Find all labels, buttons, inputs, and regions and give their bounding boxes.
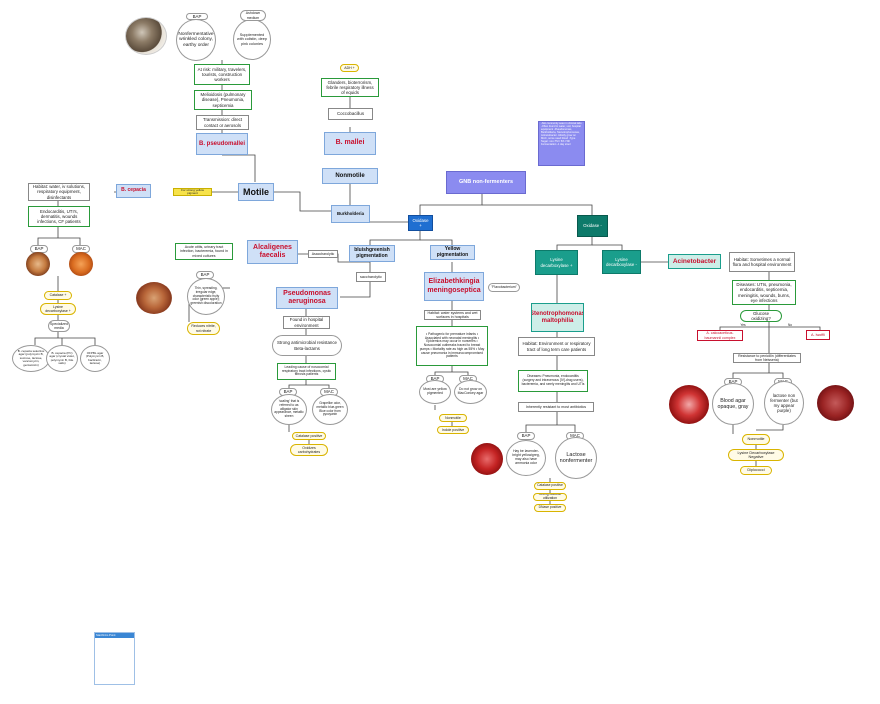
acinetobacter-bap-desc: Blood agar opaque, gray	[712, 383, 754, 425]
elizabethkingia-node: Elizabethkingia meningoseptica	[424, 272, 484, 301]
acinetobacter-calcoaceticus: A. calcoaceticus-baumannii complex	[697, 330, 743, 341]
acinetobacter-nonmotile: Nonmotile	[742, 434, 770, 445]
pseudomonas-bap-desc: 'scaling' that is referred to as alligat…	[271, 394, 307, 425]
elizabethkingia-indole: Indole positive	[437, 426, 469, 434]
acinetobacter-yes-label: Yes	[740, 323, 746, 328]
pseudomonas-catalase: Catalase positive	[292, 432, 326, 440]
b-cepacia-disease: Endocarditis, UTI's, dermatitis, wounds …	[28, 206, 90, 227]
pseudomonas-leading: Leading cause of nosocomial respiratory …	[277, 363, 336, 380]
steno-maltose: Strong Maltose utilization	[533, 493, 567, 501]
b-pseudomallei-colony: Nonfermentative wrinkled colony, earthy …	[176, 19, 216, 61]
acinetobacter-mac-desc: lactose non fermenter (but my appear pur…	[764, 381, 804, 425]
burkholderia-node: Burkholderia	[331, 205, 370, 223]
lysine-positive-node: Lysine decarboxylase +	[535, 250, 578, 275]
b-cepacia-specialized: Specialized media	[48, 320, 70, 332]
b-pseudomallei-risk: At risk: military, travelers, tourists, …	[194, 64, 250, 85]
pseudomonas-saccharolytic: saccharolytic	[356, 272, 386, 282]
steno-habitat: Habitat: Environment or respiratory trac…	[518, 337, 595, 356]
oxidase-positive-node: Oxidase +	[408, 215, 433, 231]
pseudomonas-node: Pseudomonas aeruginosa	[276, 287, 338, 309]
steno-bap-photo	[471, 443, 503, 475]
steno-dnase: DNase positive	[534, 504, 566, 512]
steno-bap-label: BAP	[517, 432, 535, 440]
yellow-pigmentation-node: Yellow pigmentation	[430, 245, 475, 260]
b-pseudomallei-transmission: Transmission: direct contact or aerosols	[196, 115, 249, 130]
elizabethkingia-mac-desc: Do not grow on MacConkey agar	[454, 380, 487, 404]
pseudomonas-found: Found in hospital environment	[283, 316, 330, 329]
motile-node: Motile	[238, 183, 274, 201]
b-cepacia-selective-agar: B. cepacia selective agar (polymyxin B, …	[12, 345, 50, 372]
nonmotile-node: Nonmotile	[322, 168, 378, 184]
b-cepacia-node: B. cepacia	[116, 184, 151, 198]
steno-mac-desc: Lactose nonfermenter	[555, 437, 597, 479]
steno-bap-desc: Hay be lavender-bright yellowigreg, may …	[506, 440, 546, 476]
b-cepacia-tag: For strong yellow pigment	[173, 188, 212, 196]
lysine-negative-node: Lysine decarboxylase -	[602, 250, 641, 274]
acinetobacter-node: Acinetobacter	[668, 254, 721, 269]
elizabethkingia-facts: • Pathogenic for premature infants • Ass…	[416, 326, 488, 366]
oxidase-negative-node: Oxidase -	[577, 215, 608, 237]
acinetobacter-lysine: Lysine Decarboxylase Negative	[728, 449, 784, 461]
b-pseudomallei-node: B. pseudomallei	[196, 133, 248, 155]
b-cepacia-catalase: Catalase +	[44, 291, 72, 300]
pseudomonas-resistance: Strong antimicrobial resistance Beta-lac…	[272, 335, 342, 356]
acinetobacter-mac-photo	[817, 385, 854, 421]
alcaligenes-node: Alcaligenes faecalis	[247, 240, 298, 264]
acinetobacter-disease: Diseases: UTIs, pneumonia, endocarditis,…	[732, 280, 796, 305]
b-mallei-adh: ADH +	[340, 64, 359, 72]
alcaligenes-tag: Asaccharolytic	[308, 250, 338, 258]
acinetobacter-bap-photo	[669, 385, 709, 424]
alcaligenes-bap-photo	[136, 282, 172, 314]
b-pseudomallei-colony-photo	[125, 17, 167, 55]
sticky-note[interactable]: Start/Intro Point	[94, 632, 135, 685]
alcaligenes-disease: Acute otitis, urinary tract infection, b…	[175, 243, 233, 260]
b-cepacia-pc-agar: B. cepacia (PC) agar (crystal violet, po…	[46, 345, 78, 372]
bluish-pigmentation-node: bluishgreenish pigmentation	[349, 245, 395, 262]
b-pseudomallei-bap-label: BAP	[186, 13, 208, 20]
b-cepacia-mac-photo	[69, 252, 93, 276]
steno-resistant: Inherently resistant to most antibiotics	[518, 402, 594, 412]
acinetobacter-no-label: No	[787, 323, 793, 328]
elizabethkingia-habitat: Habitat: water systems and wet surfaces …	[424, 310, 481, 320]
b-pseudomallei-disease: Melioidosis (pulmonary disease), Pneumon…	[194, 90, 252, 110]
elizabethkingia-tag: "Flavobacterium"	[488, 283, 520, 292]
acinetobacter-habitat: Habitat: Sometimes a normal flora and ho…	[729, 252, 795, 272]
b-pseudomallei-ashdown-label: Ashdown medium	[240, 10, 266, 21]
acinetobacter-resistance: Resistance to penicillin (differentiates…	[733, 353, 801, 363]
b-mallei-disease: Glanders, bioterrorism, febrile respirat…	[321, 78, 379, 97]
b-mallei-node: B. mallei	[324, 132, 376, 155]
elizabethkingia-nonmotile: Nonmotile	[439, 414, 467, 422]
acinetobacter-lwoffii: A. lwoffii	[806, 330, 830, 340]
pseudomonas-oxidizes: Oxidizes carbohydrates	[290, 444, 328, 456]
b-cepacia-bap-photo	[26, 252, 50, 276]
b-pseudomallei-ashdown-desc: Supplemented with colistin, deep pink co…	[233, 19, 271, 60]
b-cepacia-ofpbl-agar: OFPBL agar (Polymyxin B, bacitracin, lac…	[80, 345, 110, 372]
b-cepacia-lysine: Lysine decarboxylase +	[40, 303, 76, 315]
pseudomonas-mac-desc: Grapelike odor, metallic blue-green Blue…	[312, 394, 348, 425]
steno-node: Stenotrophomonas maltophilia	[531, 303, 584, 332]
gnb-nonfermenters-node: GNB non-fermenters	[446, 171, 526, 194]
b-mallei-shape: Coccobacillus	[328, 108, 373, 120]
intro-note: -Not commonly seen in clinical labs -Oft…	[538, 121, 585, 166]
elizabethkingia-bap-desc: Most are yellow pigmented	[419, 380, 451, 404]
acinetobacter-diplococci: Diplococci	[740, 466, 772, 475]
steno-catalase: Catalase positive	[534, 482, 566, 490]
alcaligenes-bap-desc: Thin, spreading, irregular edge, charact…	[187, 278, 225, 315]
sticky-note-label: Start/Intro Point	[95, 633, 134, 638]
acinetobacter-glucose: Glucose oxidizing?	[740, 310, 782, 322]
steno-disease: Diseases: Pneumonia, endocarditis (surge…	[518, 370, 588, 392]
b-cepacia-habitat: Habitat: water, iv solutions, respirator…	[28, 183, 90, 201]
alcaligenes-reduce: Reduces nitrite, not nitrate	[187, 322, 220, 335]
